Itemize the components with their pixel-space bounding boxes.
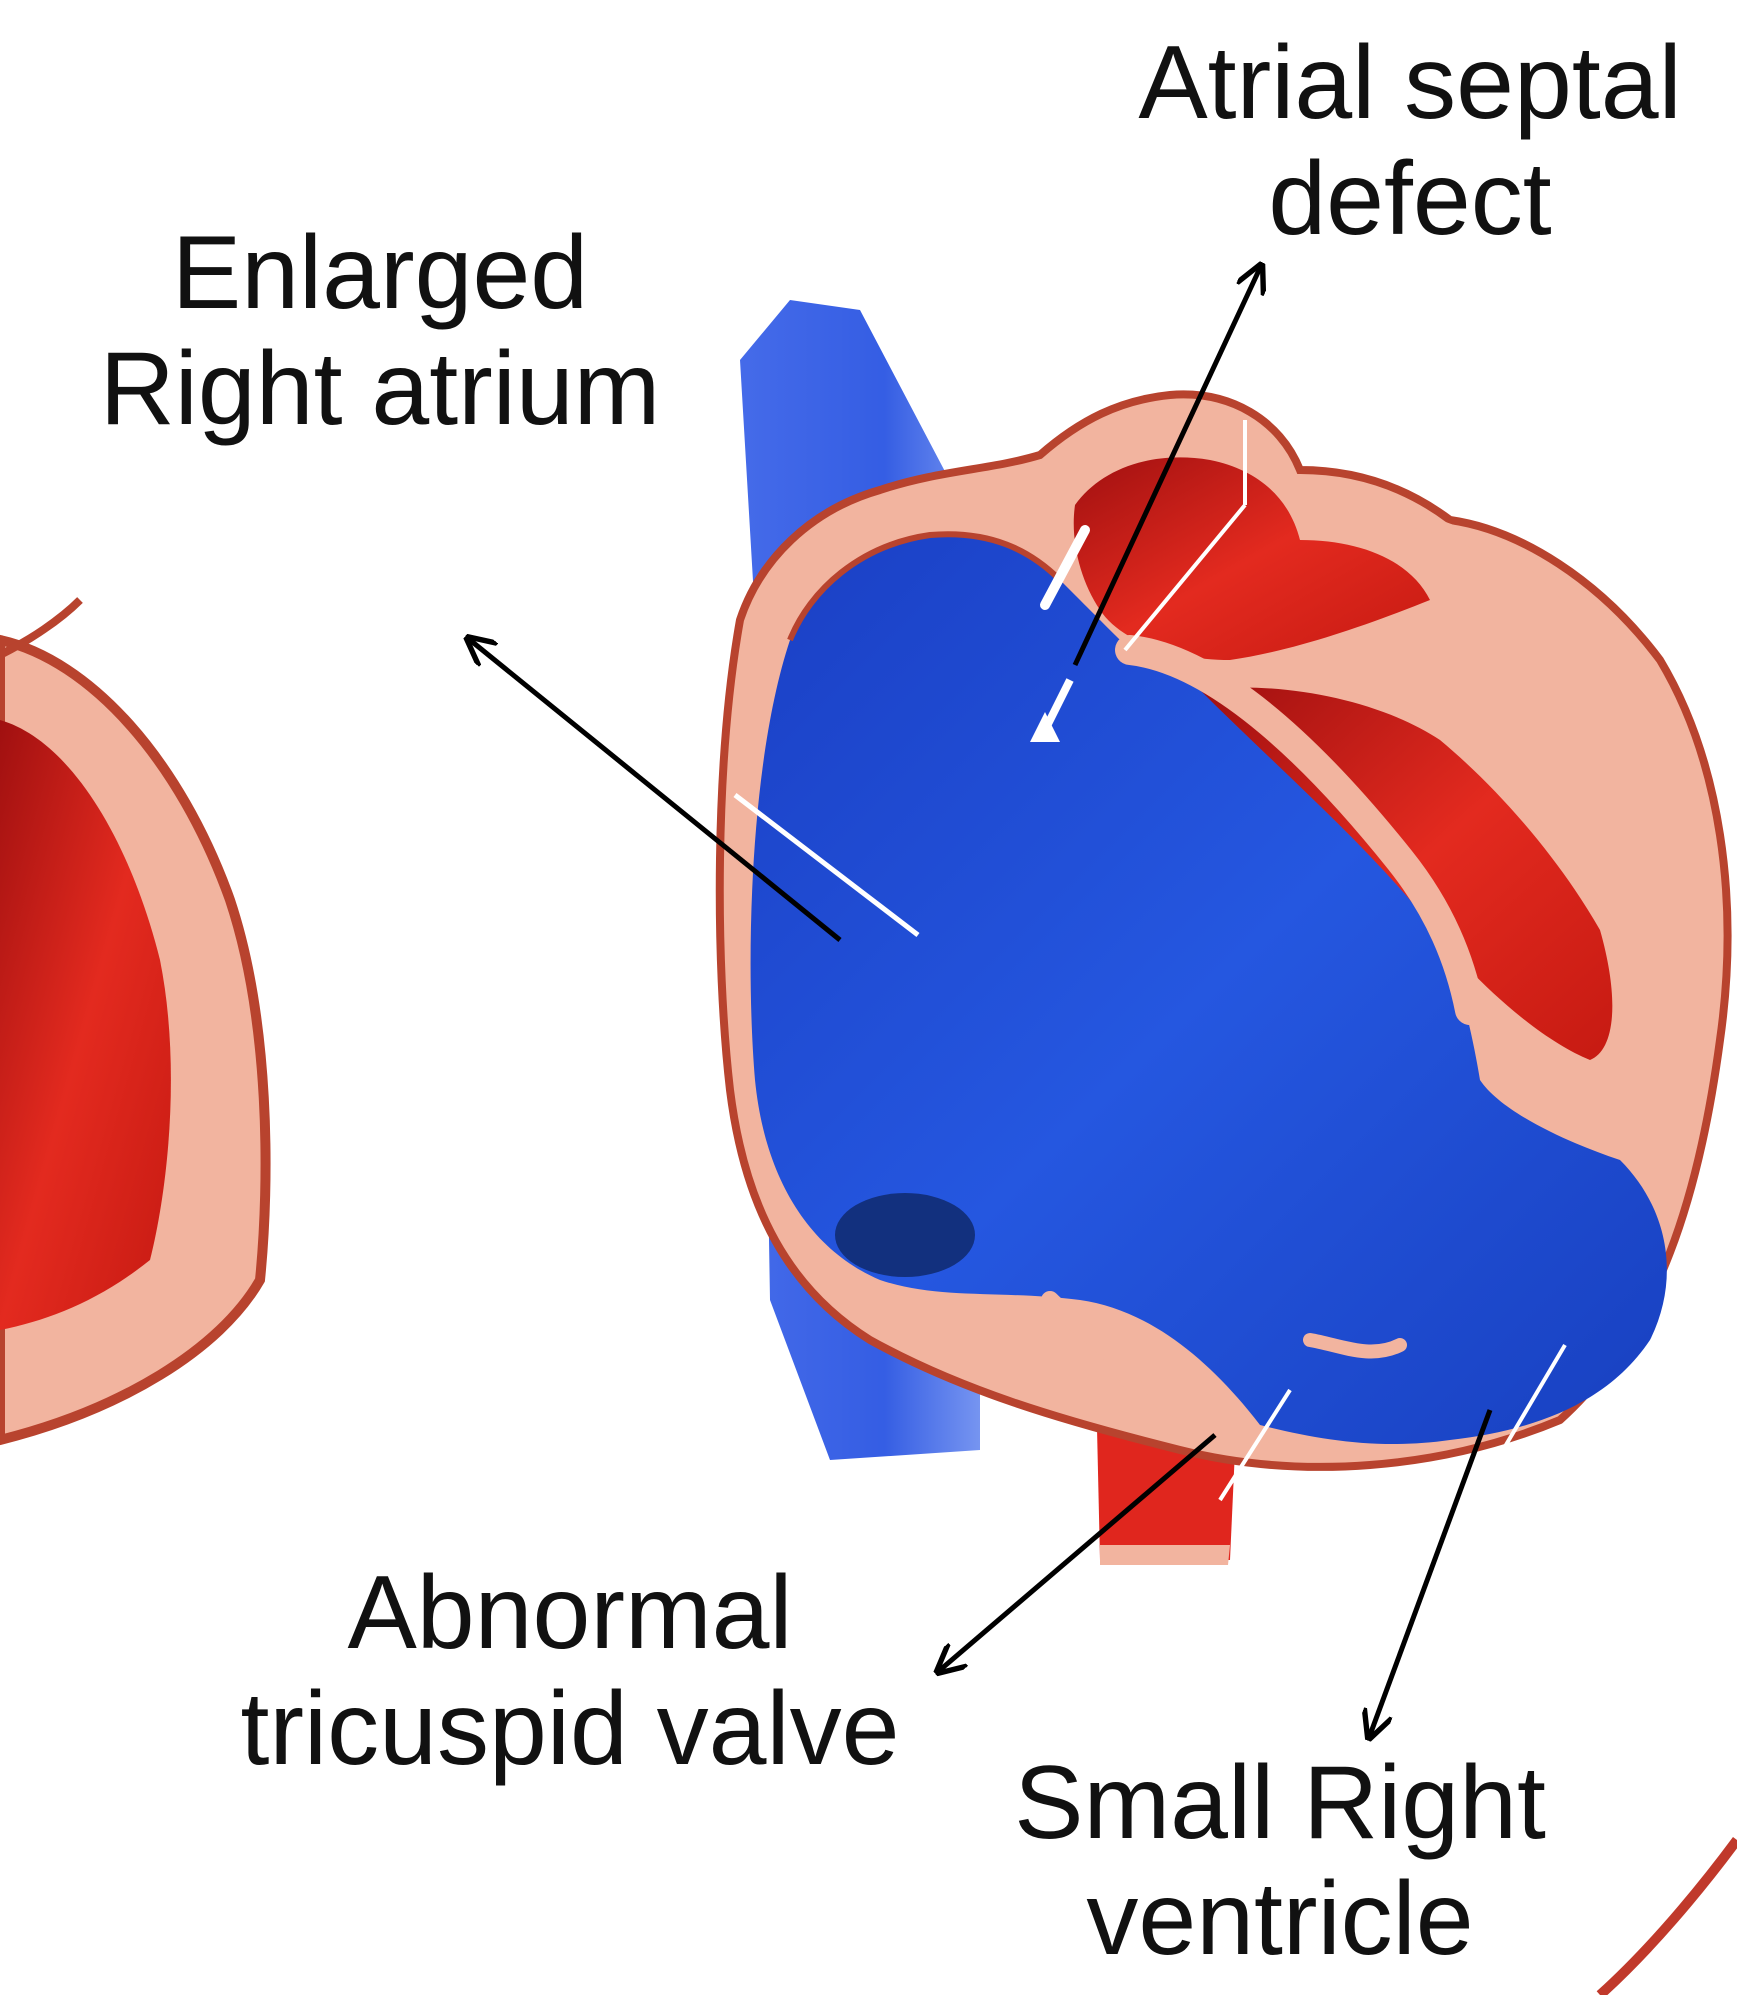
label-atrial-septal-defect: Atrial septal defect xyxy=(1100,25,1720,258)
label-rv-line1: Small Right xyxy=(930,1745,1630,1861)
label-rv-line2: ventricle xyxy=(930,1861,1630,1977)
label-right-atrium-line1: Enlarged xyxy=(60,215,700,331)
label-tricuspid-line1: Abnormal xyxy=(190,1555,950,1671)
left-partial-heart xyxy=(0,600,266,1440)
label-asd-line1: Atrial septal xyxy=(1100,25,1720,141)
main-heart xyxy=(720,394,1728,1500)
label-asd-line2: defect xyxy=(1100,141,1720,257)
label-abnormal-tricuspid-valve: Abnormal tricuspid valve xyxy=(190,1555,950,1788)
label-right-atrium-line2: Right atrium xyxy=(60,331,700,447)
label-small-right-ventricle: Small Right ventricle xyxy=(930,1745,1630,1978)
label-enlarged-right-atrium: Enlarged Right atrium xyxy=(60,215,700,448)
label-tricuspid-line2: tricuspid valve xyxy=(190,1671,950,1787)
